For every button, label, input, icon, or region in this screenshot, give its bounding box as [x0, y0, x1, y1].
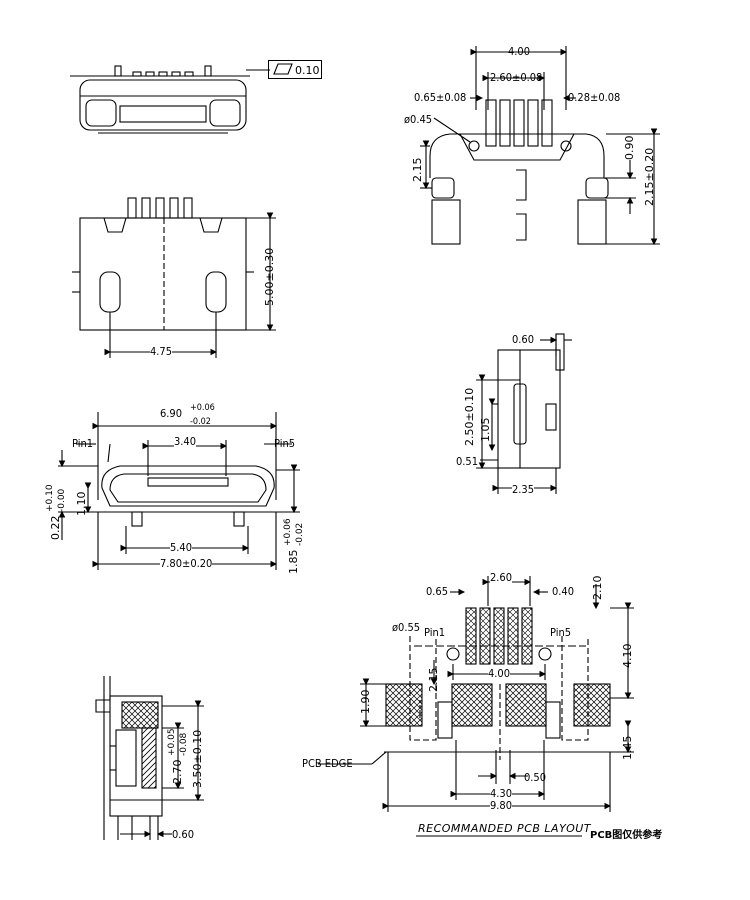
dim-h1: 2.15: [411, 157, 424, 183]
view-rear: [72, 197, 276, 358]
dim-peg: 4.75: [150, 345, 173, 358]
tolerance-frame: 0.10: [268, 60, 322, 79]
dim-section-h1-plus: +0.05: [167, 728, 177, 756]
pcb-dim-050: 0.50: [524, 771, 547, 784]
view-top-left: [70, 65, 250, 134]
pcb-edge-label: PCB EDGE: [302, 757, 353, 770]
pcb-dim-pitch: 2.60: [490, 571, 513, 584]
dim-pitch: 2.60±0.08: [490, 71, 543, 84]
pcb-dim-top: 2.10: [591, 575, 604, 601]
view-pcb-layout: [318, 576, 634, 837]
dim-side-top: 0.60: [512, 333, 535, 346]
pcb-dim-holes: 4.00: [488, 667, 511, 680]
view-section: [95, 676, 204, 840]
pcb-dim-410: 4.10: [621, 643, 634, 669]
pcb-layout-title: RECOMMANDED PCB LAYOUT: [418, 822, 592, 835]
pcb-dim-right: 0.40: [552, 585, 575, 598]
dim-right: 0.28±0.08: [568, 91, 621, 104]
dim-right-a-plus: +0.06: [283, 518, 293, 546]
pin5-label: Pin5: [274, 437, 296, 450]
dim-width-a: 6.90: [160, 407, 183, 420]
dim-width-a-plus: +0.06: [190, 403, 215, 413]
view-side: [476, 333, 572, 494]
dim-left-a: 0.22: [49, 515, 62, 541]
pcb-dim-980: 9.80: [490, 799, 513, 812]
pcb-dim-145: 1.45: [621, 735, 634, 761]
dim-right-a: 1.85: [287, 549, 300, 575]
pcb-dim-430: 4.30: [490, 787, 513, 800]
dim-section-bottom: 0.60: [172, 828, 195, 841]
dim-width-a-minus: -0.02: [190, 417, 211, 427]
dim-total: 7.80±0.20: [160, 557, 213, 570]
dim-side-height: 2.50±0.10: [463, 387, 476, 446]
dim-side-small: 0.51: [456, 455, 479, 468]
dim-section-h1-minus: -0.08: [179, 732, 189, 756]
dim-hole: ø0.45: [404, 113, 433, 126]
dim-width: 4.00: [508, 45, 531, 58]
dim-left: 0.65±0.08: [414, 91, 467, 104]
dim-section-h1: 2.70: [171, 759, 184, 785]
pcb-dim-190: 1.90: [359, 689, 372, 715]
dim-side-depth: 2.35: [512, 483, 535, 496]
dim-h3: 2.15±0.20: [643, 147, 656, 206]
pcb-dim-215: 2.15: [427, 667, 440, 693]
pin1-label: Pin1: [72, 437, 94, 450]
tolerance-value: 0.10: [295, 64, 320, 77]
pcb-layout-note: PCB图仅供参考: [590, 830, 663, 841]
flatness-symbol: [246, 63, 293, 75]
dim-left-a-minus: -0.00: [57, 488, 67, 512]
view-pins: [420, 46, 660, 246]
dim-opening: 5.40: [170, 541, 193, 554]
dim-pins: 3.40: [174, 435, 197, 448]
dim-right-a-minus: -0.02: [295, 522, 305, 546]
dim-h2: 0.90: [623, 135, 636, 161]
dim-section-h2: 3.50±0.10: [191, 729, 204, 788]
dim-side-mid: 1.05: [479, 417, 492, 443]
pcb-pin5: Pin5: [550, 626, 572, 639]
pcb-dim-hole: ø0.55: [392, 621, 421, 634]
dim-left-a-plus: +0.10: [45, 484, 55, 512]
pcb-dim-left: 0.65: [426, 585, 449, 598]
dim-left-b: 1.10: [75, 491, 88, 517]
dim-depth: 5.00±0.30: [263, 247, 276, 306]
pcb-pin1: Pin1: [424, 626, 446, 639]
